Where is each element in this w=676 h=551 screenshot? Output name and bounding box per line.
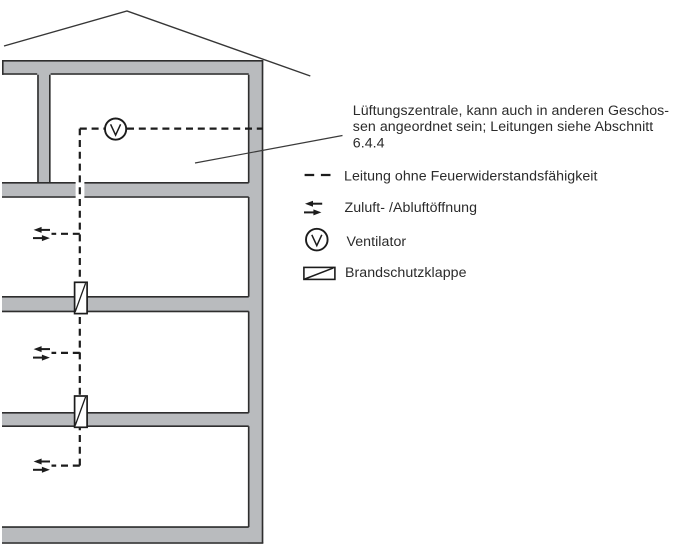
svg-text:Leitung ohne Feuerwiderstandsf: Leitung ohne Feuerwiderstandsfähigkeit xyxy=(344,168,598,184)
svg-text:Ventilator: Ventilator xyxy=(347,234,407,250)
svg-text:6.4.4: 6.4.4 xyxy=(353,135,385,151)
svg-text:sen angeordnet sein; Leitungen: sen angeordnet sein; Leitungen siehe Abs… xyxy=(353,119,653,135)
svg-text:Zuluft- /Abluftöffnung: Zuluft- /Abluftöffnung xyxy=(345,200,478,216)
svg-text:Lüftungszentrale, kann auch in: Lüftungszentrale, kann auch in anderen G… xyxy=(353,103,669,119)
svg-text:Brandschutzklappe: Brandschutzklappe xyxy=(345,265,467,281)
